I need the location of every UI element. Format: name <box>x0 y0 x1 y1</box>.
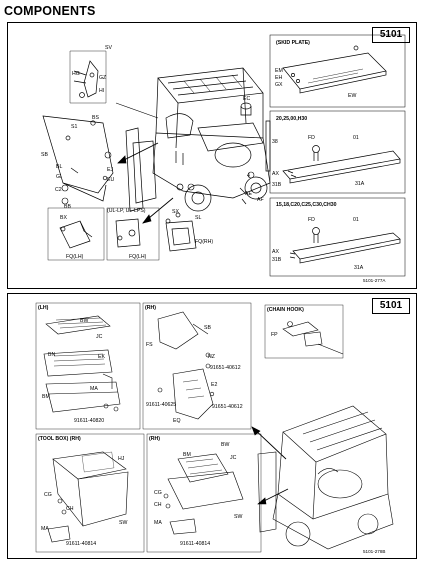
label-skid-plate: (SKID PLATE) <box>276 40 310 46</box>
callout-fp: FP <box>271 332 278 338</box>
callout-bb: BB <box>64 204 71 210</box>
callout-jc-2: JC <box>230 455 237 461</box>
label-models-b: 15,18,C20,C25,C30,CH30 <box>276 202 337 208</box>
callout-sw-2: SW <box>234 514 242 520</box>
page-number-box-2: 5101 <box>372 298 410 314</box>
callout-ek: EK <box>98 354 105 360</box>
callout-ax: AX <box>272 171 279 177</box>
callout-em: EM <box>275 68 283 74</box>
label-rh-lower: (RH) <box>149 436 160 442</box>
callout-hi: HI <box>99 88 104 94</box>
part-91611-40814: 91611-40814 <box>66 541 96 547</box>
callout-hj: HJ <box>118 456 125 462</box>
callout-fd: FD <box>308 135 315 141</box>
callout-ec: EC <box>243 96 250 102</box>
callout-af: AF <box>257 197 264 203</box>
label-ul-lp: (UL-LP, UL-LPS) <box>107 208 146 214</box>
callout-ma: MA <box>90 386 98 392</box>
callout-cg: CG <box>44 492 52 498</box>
callout-sb: SB <box>41 152 48 158</box>
callout-s1: S1 <box>71 124 77 130</box>
callout-gx: GX <box>275 82 283 88</box>
callout-c2: C2 <box>55 187 62 193</box>
callout-bw: BW <box>80 318 88 324</box>
callout-sv: SV <box>105 45 112 51</box>
callout-cg-2: CG <box>154 490 162 496</box>
callout-fq-lh-2: FQ(LH) <box>129 254 147 260</box>
callout-bx: BX <box>60 215 67 221</box>
page-title: COMPONENTS <box>4 4 96 18</box>
callout-e2: E2 <box>211 382 217 388</box>
drawing-ref: 5101-277A <box>363 278 386 283</box>
label-tool-box-rh: (TOOL BOX) (RH) <box>38 436 81 442</box>
callout-fd-2: FD <box>308 217 315 223</box>
callout-nz: NZ <box>208 354 215 360</box>
callout-38: 38 <box>272 139 278 145</box>
callout-bn: BN <box>48 352 55 358</box>
callout-sx: SX <box>172 209 179 215</box>
callout-eh: EH <box>275 75 282 81</box>
part-91611-40625: 91611-40625 <box>146 402 176 408</box>
callout-bm-2: BM <box>183 452 191 458</box>
callout-bw-2: BW <box>221 442 229 448</box>
callout-fq-rh: FQ(RH) <box>195 239 213 245</box>
callout-ma-3: MA <box>154 520 162 526</box>
label-chain-hook: (CHAIN HOOK) <box>267 307 304 313</box>
callout-31a-2: 31A <box>354 265 364 271</box>
forklift-illustration <box>125 67 271 212</box>
label-rh: (RH) <box>145 305 156 311</box>
callout-ma-2: MA <box>41 526 49 532</box>
callout-gz: GZ <box>99 75 106 81</box>
callout-ae: AE <box>245 191 252 197</box>
callout-fq-lh: FQ(LH) <box>66 254 84 260</box>
diagram-panel-2: 5101 <box>7 293 417 559</box>
side-cover-part <box>42 115 114 202</box>
callout-eu: EU <box>107 177 114 183</box>
panel1-drawing: SV HG GZ HI BS S1 SB BL GI C2 BB EJ EU E… <box>41 34 406 283</box>
panel2-drawing: (LH) BW JC BN EK BM MA 91611-40820 (RH) … <box>35 302 394 554</box>
drawing-ref-2: 5101-278B <box>363 549 385 554</box>
part-91651-40612-b: 91651-40612 <box>212 404 243 410</box>
callout-01: 01 <box>353 135 359 141</box>
callout-ej: EJ <box>107 167 113 173</box>
label-models-a: 20,25,00,H30 <box>276 116 307 122</box>
callout-sb: SB <box>204 325 211 331</box>
callout-sw: SW <box>119 520 127 526</box>
callout-bm: BM <box>42 394 50 400</box>
callout-31a: 31A <box>355 181 365 187</box>
callout-4: 4 <box>247 173 250 179</box>
callout-bs: BS <box>92 115 99 121</box>
diagram-panel-1: 5101 <box>7 22 417 289</box>
callout-ax-2: AX <box>272 249 279 255</box>
mirror-bracket-part <box>69 50 107 104</box>
callout-bl: BL <box>56 164 62 170</box>
callout-hg: HG <box>72 71 80 77</box>
part-91651-40612: 91651-40612 <box>210 365 241 371</box>
callout-ch: CH <box>66 506 74 512</box>
callout-gi: GI <box>56 174 61 180</box>
part-91611-40814-b: 91611-40814 <box>180 541 210 547</box>
callout-31b-2: 31B <box>272 257 282 263</box>
part-91611-40820: 91611-40820 <box>74 418 104 424</box>
callout-jc: JC <box>96 334 103 340</box>
callout-01-2: 01 <box>353 217 359 223</box>
callout-ch-2: CH <box>154 502 162 508</box>
callout-31b: 31B <box>272 182 282 188</box>
callout-eq: EQ <box>173 418 181 424</box>
callout-fs: FS <box>146 342 153 348</box>
callout-sl: SL <box>195 215 201 221</box>
label-lh: (LH) <box>38 305 49 311</box>
callout-ew: EW <box>348 93 356 99</box>
